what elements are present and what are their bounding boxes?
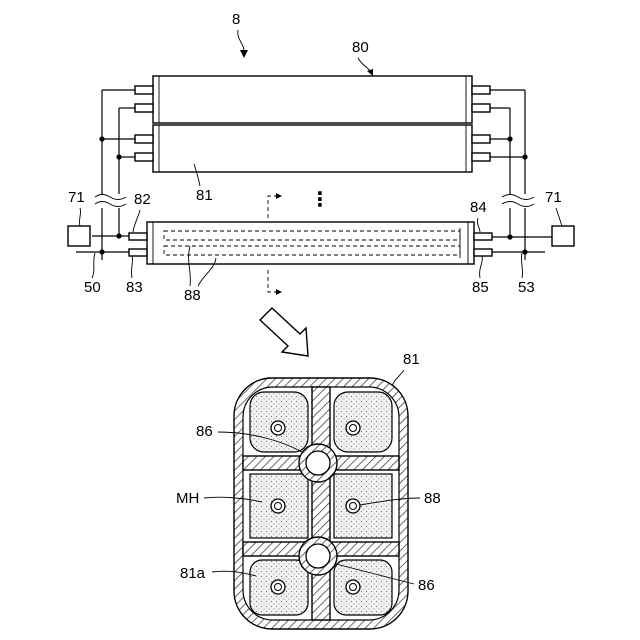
leader-port-84 [477,218,480,232]
label-tube-group: 80 [352,39,369,56]
section-arrow [260,308,308,356]
label-channel: 88 [184,287,201,304]
label-port-82: 82 [134,191,151,208]
label-unit-right: 71 [545,189,562,206]
label-section-81a: 81a [180,565,206,582]
label-section-86-top: 86 [196,423,213,440]
label-section-88: 88 [424,490,441,507]
section-mark-top [268,196,278,218]
label-section-86-bottom: 86 [418,577,435,594]
label-port-84: 84 [470,199,487,216]
label-pipe-left: 50 [84,279,101,296]
unit-left [68,226,90,246]
label-unit-left: 71 [68,189,85,206]
section-mark-bottom [268,270,278,292]
leader-unit-right [556,208,562,226]
right-manifold [490,90,554,260]
label-tube: 81 [196,187,213,204]
section-mark-top-arrow [276,193,282,199]
tube-second [135,125,490,172]
leader-port-85 [480,256,483,278]
section-mark-bottom-arrow [276,289,282,295]
arrow-assembly [240,50,248,58]
leader-section-tube [392,370,404,386]
label-section-mh: MH [176,490,199,507]
label-ellipsis: ⋮ [310,189,330,211]
label-assembly: 8 [232,11,240,28]
label-port-85: 85 [472,279,489,296]
label-pipe-right: 53 [518,279,535,296]
leader-pipe-left [92,253,95,278]
tube-bottom [129,222,492,264]
label-section-tube: 81 [403,351,420,368]
leader-pipe-right [521,253,522,278]
label-port-83: 83 [126,279,143,296]
cross-section [234,378,408,629]
arrow-tube-group [367,69,373,76]
leader-unit-left [79,208,80,226]
leader-port-83 [131,256,132,278]
leader-port-82 [133,210,140,232]
tube-top [135,76,490,123]
unit-right [552,226,574,246]
